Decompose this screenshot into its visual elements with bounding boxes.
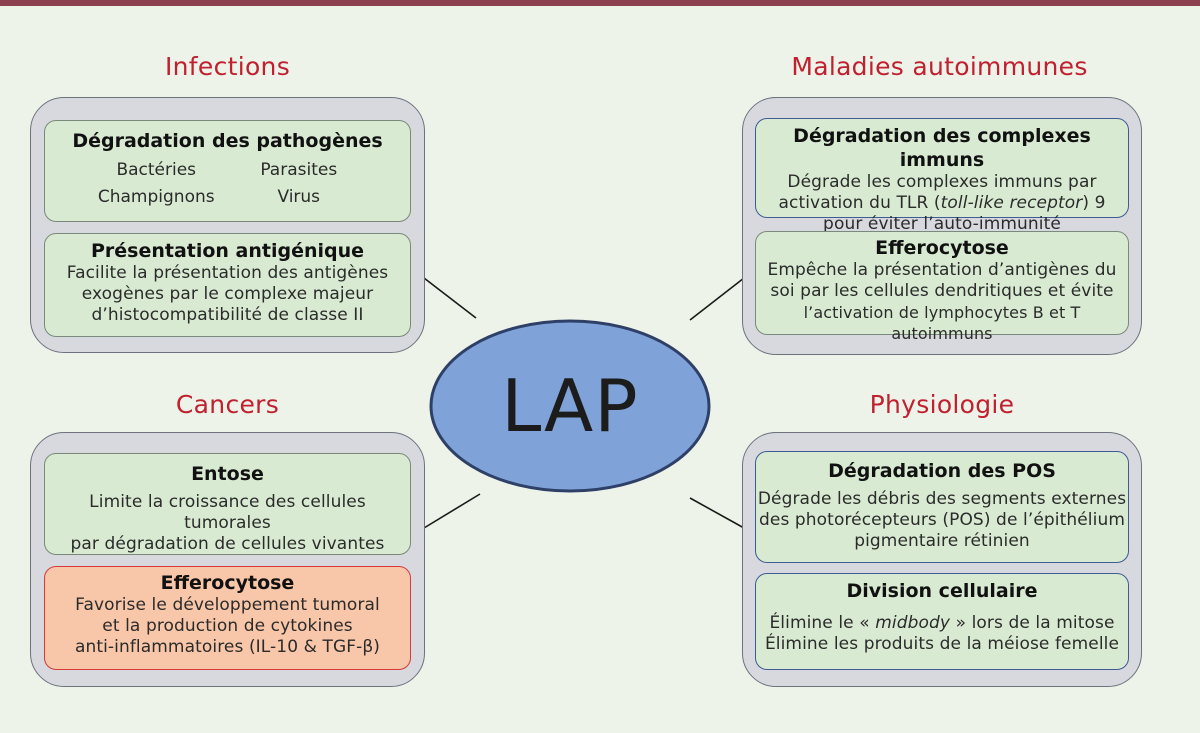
pos-card-line: des photorécepteurs (POS) de l’épithéliu…	[759, 510, 1125, 530]
pathogen-item: Champignons	[97, 187, 215, 207]
physiology-title: Physiologie	[869, 390, 1015, 419]
cancers-title: Cancers	[175, 390, 280, 419]
antigen-card: Présentation antigénique Facilite la pré…	[44, 233, 411, 337]
pathogen-list: Bactéries Parasites Champignons Virus	[45, 157, 410, 211]
antigen-card-title: Présentation antigénique	[90, 240, 365, 262]
antigen-card-line: Facilite la présentation des antigènes	[66, 263, 389, 283]
pos-card-line: pigmentaire rétinien	[854, 531, 1030, 551]
autoimmune-title: Maladies autoimmunes	[791, 52, 1088, 81]
entosis-card-line: Limite la croissance des cellules tumora…	[89, 492, 366, 533]
pathogen-card-title: Dégradation des pathogènes	[72, 130, 383, 152]
autoimmune-efferocytosis-card: Efferocytose Empêche la présentation d’a…	[755, 231, 1129, 343]
cell-division-line: Élimine les produits de la méiose femell…	[764, 634, 1120, 654]
cell-division-line: Élimine le « midbody » lors de la mitose	[756, 613, 1128, 634]
immune-complex-card: Dégradation des complexes immuns Dégrade…	[755, 118, 1129, 234]
pos-card-line: Dégrade les débris des segments externes	[757, 489, 1127, 509]
cancer-efferocytosis-line: Favorise le développement tumoral	[75, 595, 380, 615]
immune-complex-line: pour éviter l’auto-immunité	[823, 214, 1061, 234]
pathogen-item: Bactéries	[116, 160, 197, 180]
entosis-card: Entose Limite la croissance des cellules…	[44, 453, 411, 555]
autoimmune-efferocytosis-title: Efferocytose	[875, 237, 1009, 259]
connector-top-right	[689, 277, 745, 321]
midbody-text-pre: Élimine le «	[769, 613, 876, 633]
connector-bottom-left	[423, 493, 481, 529]
center-ellipse	[429, 319, 711, 493]
top-accent-bar	[0, 0, 1200, 6]
cell-division-card-title: Division cellulaire	[846, 580, 1038, 602]
antigen-card-line: d’histocompatibilité de classe II	[91, 305, 364, 325]
physiology-panel: Dégradation des POS Dégrade les débris d…	[742, 432, 1142, 687]
entosis-card-line: par dégradation de cellules vivantes	[70, 534, 385, 554]
pathogen-item: Virus	[277, 187, 321, 207]
tlr-text-italic: toll-like receptor	[940, 193, 1083, 213]
autoimmune-panel: Dégradation des complexes immuns Dégrade…	[742, 97, 1142, 355]
pos-card-title: Dégradation des POS	[828, 460, 1056, 482]
midbody-text-post: » lors de la mitose	[950, 613, 1115, 633]
cancer-efferocytosis-title: Efferocytose	[160, 572, 295, 594]
immune-complex-line: activation du TLR (toll-like receptor) 9	[756, 193, 1128, 214]
tlr-text-pre: activation du TLR (	[778, 193, 941, 213]
infections-panel: Dégradation des pathogènes Bactéries Par…	[30, 97, 425, 353]
cancer-efferocytosis-card: Efferocytose Favorise le développement t…	[44, 566, 411, 670]
connector-bottom-right	[689, 497, 745, 529]
pos-card: Dégradation des POS Dégrade les débris d…	[755, 451, 1129, 563]
autoimmune-efferocytosis-line: l’activation de lymphocytes B et T autoi…	[803, 303, 1081, 343]
midbody-text-italic: midbody	[875, 613, 951, 633]
cancer-efferocytosis-line: anti-inflammatoires (IL-10 & TGF-β)	[74, 637, 381, 657]
immune-complex-card-title: Dégradation des complexes immuns	[793, 125, 1091, 171]
antigen-card-line: exogènes par le complexe majeur	[81, 284, 374, 304]
center-label: LAP	[501, 364, 639, 448]
immune-complex-line: Dégrade les complexes immuns par	[787, 172, 1097, 192]
cell-division-card: Division cellulaire Élimine le « midbody…	[755, 573, 1129, 670]
infections-title: Infections	[164, 52, 291, 81]
pathogen-item: Parasites	[260, 160, 338, 180]
entosis-card-title: Entose	[191, 463, 264, 485]
cancers-panel: Entose Limite la croissance des cellules…	[30, 432, 425, 687]
autoimmune-efferocytosis-line: soi par les cellules dendritiques et évi…	[770, 281, 1114, 301]
tlr-text-post: ) 9	[1082, 193, 1106, 213]
connector-top-left	[423, 277, 477, 319]
cancer-efferocytosis-line: et la production de cytokines	[102, 616, 353, 636]
autoimmune-efferocytosis-line: Empêche la présentation d’antigènes du	[767, 260, 1117, 280]
pathogen-card: Dégradation des pathogènes Bactéries Par…	[44, 120, 411, 222]
